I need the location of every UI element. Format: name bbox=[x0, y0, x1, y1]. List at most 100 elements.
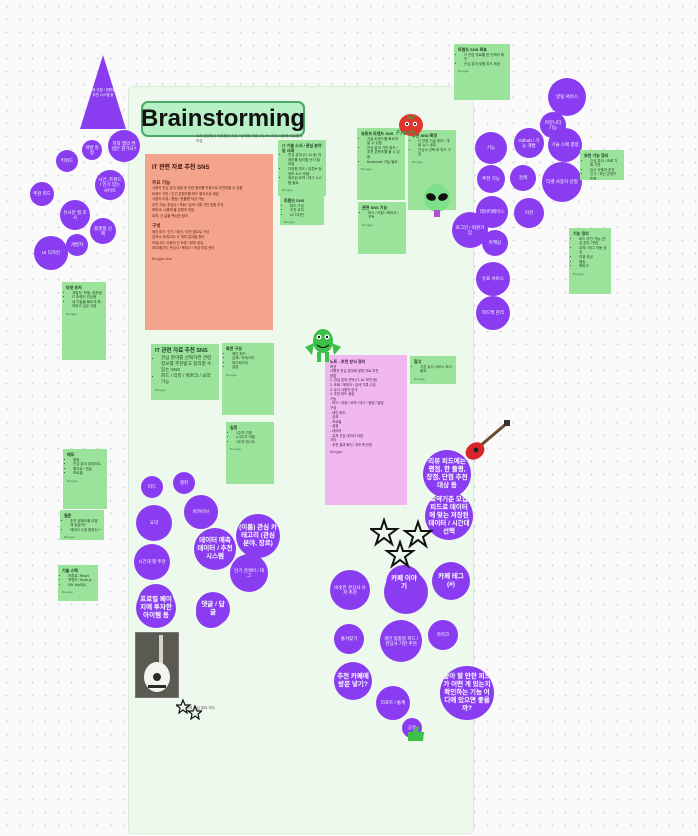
circle-note[interactable]: Github / 기능 개발 bbox=[514, 128, 544, 158]
sticky-note-n5[interactable]: 타겟 유저개발자, 학생, 취준생IT 트렌드 관심층새 기술을 빠르게 파악하… bbox=[62, 282, 106, 360]
circle-note[interactable]: 추천 기능 bbox=[477, 165, 505, 193]
circle-note[interactable]: 추천 피드 bbox=[30, 182, 54, 206]
big-circle-note[interactable]: 추천 카페에 방문 넣기? bbox=[334, 662, 372, 700]
guitar-sticker-icon[interactable] bbox=[462, 420, 512, 464]
sticky-note-item: 설정 bbox=[232, 365, 270, 370]
sticky-note-footer: Bongjae bbox=[458, 69, 506, 74]
big-circle-note[interactable]: 데이터 예측 데이터 / 추천 시스템 bbox=[194, 528, 236, 570]
circle-note[interactable]: 북마크 bbox=[428, 620, 458, 650]
orange-item: 메인 피드: 인기 / 최신 / 추천 탭으로 구성 bbox=[152, 230, 266, 235]
sticky-note-list: 관심 분야 (IT, AI 등) 의 정보를 정리할 곳이 필요함다양한 피드 … bbox=[282, 153, 322, 185]
circle-note[interactable]: 시간, 트렌드 / 인기 있는 사이트 bbox=[95, 170, 125, 200]
thumbs-icon[interactable] bbox=[406, 724, 426, 742]
sticky-note-list: 기존 유사 서비스 조사 필요 bbox=[414, 365, 452, 374]
circle-note[interactable]: 키워드 bbox=[56, 150, 78, 172]
sticky-note-item: 관심 분야 기반 피드 / 추천 콘텐츠를 볼 수 있음 bbox=[367, 146, 401, 160]
sticky-note-list: 관심 분야 / 조회 기록 기반유사 사용자 추천인기 / 최신 콘텐츠 혼합피… bbox=[584, 159, 620, 180]
sticky-note-list: 개발자, 학생, 취준생IT 트렌드 관심층새 기술을 빠르게 파악하고 싶은 … bbox=[66, 291, 102, 309]
big-circle-note[interactable]: 댓글 / 답글 bbox=[196, 592, 230, 626]
orange-section-title-1: 주요 기능 bbox=[152, 181, 266, 186]
sticky-note-item: 프로필 bbox=[73, 471, 103, 476]
circle-note[interactable]: 요약 bbox=[136, 505, 172, 541]
guitar-photo[interactable] bbox=[135, 632, 179, 698]
triangle-text: 주제 선정 / 방향성 / 추천 시스템 등 bbox=[88, 88, 118, 97]
sticky-note-right-note2[interactable]: 질문추천 정확도를 어떻게 높일까?데이터 수집 범위는?Bongjae bbox=[60, 510, 104, 540]
circle-note[interactable]: 미션 bbox=[514, 198, 544, 228]
circle-note[interactable]: 플랫폼 선택 bbox=[90, 218, 116, 244]
sticky-note-list: 피드 추천 기능 (관심 분야 기반)요약 / 태그 자동 생성리뷰 작성랭킹북… bbox=[573, 237, 607, 269]
circle-note[interactable]: 커뮤니티 기능 bbox=[540, 112, 566, 138]
sticky-note-footer: Bongjae bbox=[362, 223, 402, 228]
sticky-note-footer: Bongjae bbox=[64, 535, 100, 540]
circle-note[interactable]: 비슷한 관심사 유저 추천 bbox=[330, 570, 370, 610]
sticky-note-n4[interactable]: IT 관련 자료 추천 SNS관심 분야를 선택하면 관련 정보를 추천받고 정… bbox=[151, 344, 219, 400]
sticky-note-item: 데이터 수집 범위는? bbox=[70, 528, 100, 533]
orange-item: 추천 기능: 관심사 / 조회 / 검색 기록 기반 맞춤 추천 bbox=[152, 203, 266, 208]
orange-note-footer: Bongjae shat bbox=[152, 257, 266, 262]
circle-note[interactable]: 리포트 / 통계 bbox=[376, 686, 410, 720]
sticky-note-n1[interactable]: IT 기술 소식 / 관심 분야 등 사례관심 분야 (IT, AI 등) 의 … bbox=[278, 140, 326, 196]
sticky-note-title: IT 기술 소식 / 관심 분야 등 사례 bbox=[282, 144, 322, 153]
fresh-label: Fresh bbox=[396, 130, 415, 137]
pink-note-footer: Bongjae bbox=[330, 450, 402, 455]
big-circle-note[interactable]: 카페 테그 (#) bbox=[432, 562, 470, 600]
sticky-note-n6[interactable]: 메모알림관심 분야 업데이트좋아요 / 댓글프로필Bongjae bbox=[63, 449, 107, 509]
sticky-note-footer: Bongjae bbox=[573, 272, 607, 277]
circle-note[interactable]: 기능 bbox=[475, 132, 507, 164]
sticky-note-n11[interactable]: 트렌드 SNS 목표IT 관련 자료를 한 곳에서 확인관심 분야 맞춤 피드 … bbox=[454, 44, 510, 100]
stars-doodle-icon[interactable] bbox=[370, 516, 434, 572]
orange-item: 트렌드 기반 / 인기 콘텐츠를 피드 형식으로 제공 bbox=[152, 192, 266, 197]
circle-note[interactable]: 인기 검색어 / 태그 bbox=[230, 554, 268, 592]
sticky-note-n7[interactable]: 기술 스택프론트: React백엔드: Node.jsDB: MySQLBong… bbox=[58, 565, 98, 601]
circle-note[interactable]: 알림 서비스 bbox=[548, 78, 586, 116]
orange-note[interactable]: IT 관련 자료 추천 SNS 주요 기능 사용자 관심 분야 설정 후 관련 … bbox=[145, 154, 273, 330]
board-title[interactable]: Brainstorming bbox=[141, 101, 305, 137]
circle-note[interactable]: 시간대 별 추천 bbox=[134, 544, 170, 580]
big-circle-note[interactable]: 좋아 할 만한 피드가 어떤 게 있는지 확인하는 기능 어디에 있으면 좋을까… bbox=[440, 666, 494, 720]
circle-note[interactable]: 개인 맞춤형 피드 / 관심사 기반 추천 bbox=[380, 620, 422, 662]
circle-note[interactable]: 개발 일정 bbox=[82, 140, 102, 160]
sticky-note-item: 피드 추천 기능 (관심 분야 기반) bbox=[579, 237, 607, 246]
big-circle-note[interactable]: (이름) 관심 카테고리 (관심 분야, 장르) bbox=[236, 514, 280, 558]
circle-note[interactable]: 검색 bbox=[510, 165, 536, 191]
circle-note[interactable]: UI 디자인 bbox=[34, 236, 68, 270]
circle-note[interactable]: 아카이브 bbox=[184, 495, 218, 529]
sticky-note-title: IT 관련 자료 추천 SNS bbox=[155, 348, 215, 355]
sticky-note-item: 피드 / 리뷰 / 북마크 / 구독 bbox=[368, 211, 402, 220]
sticky-note-footer: Bongjae bbox=[282, 188, 322, 193]
alien-sticker-icon[interactable] bbox=[420, 182, 454, 218]
sticky-note-footer: Bongjae bbox=[412, 160, 452, 165]
orange-item: 사용자 리뷰 / 평점 / 한줄평 작성 가능 bbox=[152, 197, 266, 202]
circle-note[interactable]: 마케팅 bbox=[482, 230, 508, 256]
monster-sticker-icon[interactable] bbox=[300, 325, 346, 365]
circle-note[interactable]: 저희 앱의 컨셉은 뭔가요? bbox=[108, 130, 140, 162]
small-stars-icon[interactable] bbox=[176, 698, 202, 722]
sticky-note-list: 피드 / 리뷰 / 북마크 / 구독 bbox=[362, 211, 402, 220]
sticky-note-item: 피드 / 리뷰 / 북마크 / 요약 기능 bbox=[161, 373, 215, 385]
sticky-note-item: 4주차 테스트 bbox=[236, 440, 270, 445]
circle-note[interactable]: 유료 서비스 bbox=[476, 262, 510, 296]
circle-note[interactable]: 피드 bbox=[141, 476, 163, 498]
guitar-image-icon bbox=[136, 633, 178, 697]
sticky-note-n10[interactable]: 기능 정리피드 추천 기능 (관심 분야 기반)요약 / 태그 자동 생성리뷰 … bbox=[569, 228, 611, 294]
sticky-note-item: 관심 분야 (IT, AI 등) 의 정보를 정리할 곳이 필요함 bbox=[288, 153, 322, 167]
circle-note[interactable]: 즐겨찾기 bbox=[334, 624, 364, 654]
sticky-note-item: 정리된 요약 / 태그 시스템 필요 bbox=[288, 176, 322, 185]
circle-note[interactable]: 타겟 사용자 선정 bbox=[542, 162, 582, 202]
big-circle-note[interactable]: 프로필 페이지에 투자한 아이템 등 bbox=[136, 588, 176, 628]
sticky-note-item: DB: MySQL bbox=[68, 583, 94, 588]
circle-note[interactable]: 유사한 앱 조사 bbox=[60, 200, 90, 230]
sticky-note-item: 요약 / 태그 자동 생성 bbox=[579, 246, 607, 255]
sticky-note-footer: Bongjae bbox=[414, 377, 452, 382]
circle-note[interactable]: 랭킹 bbox=[173, 472, 195, 494]
circle-note[interactable]: 피드백 관리 bbox=[476, 296, 510, 330]
circle-note[interactable]: 개발자 bbox=[66, 234, 88, 256]
orange-section-2: 메인 피드: 인기 / 최신 / 추천 탭으로 구성검색 & 카테고리: IT … bbox=[152, 230, 266, 251]
